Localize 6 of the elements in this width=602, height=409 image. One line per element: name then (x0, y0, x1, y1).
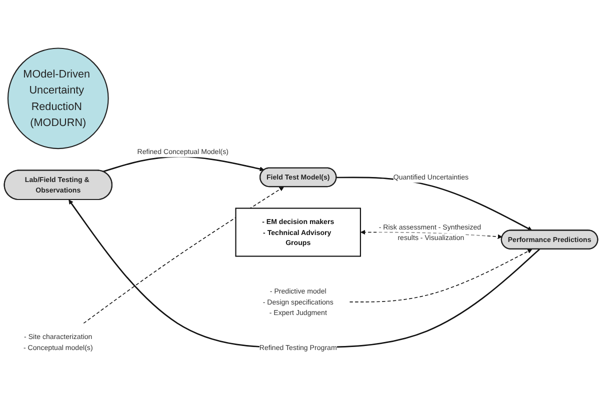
arrow (68, 200, 540, 348)
arrow (360, 230, 502, 239)
node-circle: MOdel-Driven Uncertainty ReductioN (MODURN) (7, 48, 109, 150)
arrow (349, 248, 532, 302)
arrow (83, 186, 284, 324)
arrow (336, 176, 532, 231)
